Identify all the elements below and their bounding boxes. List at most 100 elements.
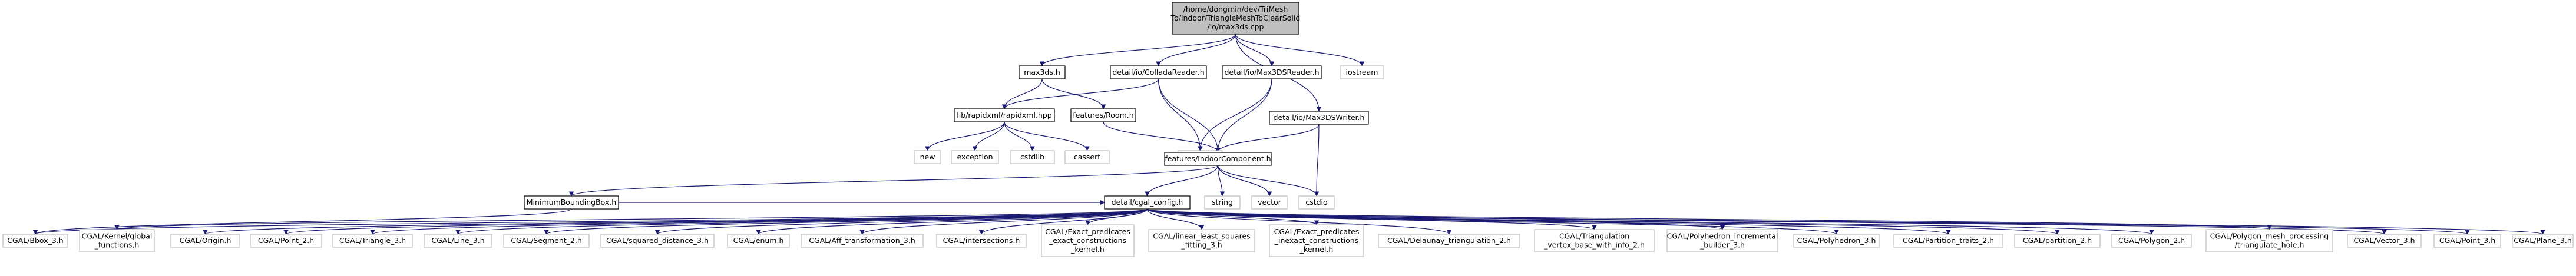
node-label-point3-line-0: CGAL/Point_3.h	[2439, 236, 2495, 245]
node-epec: CGAL/Exact_predicates_exact_construction…	[1041, 224, 1135, 257]
node-mbb_h[interactable]: MinimumBoundingBox.h	[524, 195, 619, 210]
edge-cgalconfig_h-to-kernel_global	[115, 208, 1148, 230]
node-cgalconfig_h[interactable]: detail/cgal_config.h	[1104, 195, 1191, 210]
node-label-intersections-line-0: CGAL/intersections.h	[943, 236, 1020, 245]
node-box-bbox3	[2, 234, 68, 248]
node-label-delaunay2-line-0: CGAL/Delaunay_triangulation_2.h	[1387, 236, 1511, 245]
node-label-root-line-0: /home/dongmin/dev/TriMesh	[1183, 5, 1288, 14]
node-box-afftrans3	[801, 234, 924, 248]
node-intersections: CGAL/intersections.h	[936, 234, 1027, 248]
node-box-epec	[1041, 224, 1135, 257]
node-label-iostream-line-0: iostream	[1346, 68, 1378, 77]
node-sqdist3: CGAL/squared_distance_3.h	[600, 234, 715, 248]
node-cstdio: cstdio	[1298, 195, 1335, 210]
node-box-exception	[951, 150, 999, 164]
node-box-line3	[424, 234, 492, 248]
node-box-sqdist3	[600, 234, 715, 248]
node-label-kernel_global-line-0: CGAL/Kernel/global	[82, 232, 153, 241]
edge-max3dswriter_h-to-indoorcomp_h	[1215, 124, 1320, 153]
node-label-linlsq-line-0: CGAL/linear_least_squares	[1153, 232, 1250, 241]
node-box-max3dswriter_h	[1269, 111, 1369, 125]
node-root[interactable]: /home/dongmin/dev/TriMeshTo/indoor/Trian…	[1170, 2, 1301, 35]
node-room_h[interactable]: features/Room.h	[1070, 108, 1136, 122]
node-box-polygon2	[2111, 234, 2192, 248]
node-box-vector3	[2347, 234, 2422, 248]
node-box-triangle3	[332, 234, 413, 248]
node-label-epec-line-0: CGAL/Exact_predicates	[1045, 227, 1130, 236]
node-label-pmp_tri-line-0: CGAL/Polygon_mesh_processing	[2210, 232, 2329, 241]
node-label-poly3-line-0: CGAL/Polyhedron_3.h	[1797, 236, 1876, 245]
node-label-room_h-line-0: features/Room.h	[1073, 111, 1133, 119]
edge-root-to-collada_h	[1156, 34, 1236, 66]
node-label-root-line-2: /io/max3ds.cpp	[1208, 22, 1264, 31]
edge-root-to-max3ds_h	[1039, 34, 1236, 66]
node-box-kernel_global	[79, 229, 155, 252]
node-box-max3dsreader_h	[1222, 65, 1322, 79]
node-label-triang_vb-line-0: CGAL/Triangulation	[1559, 232, 1629, 241]
node-label-afftrans3-line-0: CGAL/Aff_transformation_3.h	[809, 236, 915, 245]
node-line3: CGAL/Line_3.h	[424, 234, 492, 248]
node-box-cassert	[1064, 150, 1110, 164]
node-iostream: iostream	[1340, 65, 1384, 79]
node-rapidxml_hpp[interactable]: lib/rapidxml/rapidxml.hpp	[954, 108, 1055, 122]
edge-indoorcomp_h-to-cstdio	[1217, 165, 1320, 197]
node-label-segment2-line-0: CGAL/Segment_2.h	[511, 236, 582, 245]
node-label-cgalconfig_h-line-0: detail/cgal_config.h	[1112, 198, 1183, 207]
node-pmp_tri: CGAL/Polygon_mesh_processing/triangulate…	[2205, 229, 2333, 252]
node-box-parttraits	[1893, 234, 2003, 248]
node-epick: CGAL/Exact_predicates_inexact_constructi…	[1269, 224, 1364, 257]
edge-max3ds_h-to-room_h	[1041, 78, 1106, 109]
node-box-enum	[727, 234, 790, 248]
node-max3dswriter_h[interactable]: detail/io/Max3DSWriter.h	[1269, 111, 1369, 125]
node-box-collada_h	[1110, 65, 1207, 79]
node-label-max3dswriter_h-line-0: detail/io/Max3DSWriter.h	[1274, 113, 1365, 122]
node-indoorcomp_h[interactable]: features/IndoorComponent.h	[1164, 152, 1272, 166]
node-label-vector3-line-0: CGAL/Vector_3.h	[2353, 236, 2415, 245]
node-max3ds_h[interactable]: max3ds.h	[1019, 65, 1066, 79]
node-linlsq: CGAL/linear_least_squares_fitting_3.h	[1148, 229, 1255, 252]
node-box-intersections	[936, 234, 1027, 248]
node-label-epec-line-2: _kernel.h	[1070, 245, 1105, 254]
edge-cgalconfig_h-to-bbox3	[33, 208, 1148, 235]
node-box-delaunay2	[1378, 234, 1520, 248]
node-label-epick-line-0: CGAL/Exact_predicates	[1274, 227, 1360, 236]
node-poly3: CGAL/Polyhedron_3.h	[1793, 234, 1880, 248]
node-box-indoorcomp_h	[1164, 152, 1272, 166]
node-box-room_h	[1070, 108, 1136, 122]
node-label-new-line-0: new	[920, 152, 935, 161]
node-box-mbb_h	[524, 195, 619, 210]
edge-rapidxml_hpp-to-cassert	[1004, 121, 1090, 151]
node-label-indoorcomp_h-line-0: features/IndoorComponent.h	[1165, 154, 1271, 163]
node-label-polygon2-line-0: CGAL/Polygon_2.h	[2118, 236, 2185, 245]
node-box-cstdlib	[1010, 150, 1055, 164]
edge-cgalconfig_h-to-segment2	[544, 208, 1148, 235]
node-box-new	[914, 150, 941, 164]
node-bbox3: CGAL/Bbox_3.h	[2, 234, 68, 248]
node-polyinc: CGAL/Polyhedron_incremental_builder_3.h	[1666, 229, 1778, 252]
node-label-collada_h-line-0: detail/io/ColladaReader.h	[1112, 68, 1204, 77]
edge-root-to-iostream	[1235, 34, 1365, 66]
node-max3dsreader_h[interactable]: detail/io/Max3DSReader.h	[1222, 65, 1322, 79]
node-collada_h[interactable]: detail/io/ColladaReader.h	[1110, 65, 1207, 79]
node-label-cstdio-line-0: cstdio	[1305, 198, 1327, 207]
edge-rapidxml_hpp-to-new	[925, 121, 1005, 151]
node-box-triang_vb	[1534, 229, 1655, 252]
node-label-epick-line-2: _kernel.h	[1299, 245, 1334, 254]
node-triangle3: CGAL/Triangle_3.h	[332, 234, 413, 248]
node-box-epick	[1269, 224, 1364, 257]
edge-max3dsreader_h-to-fstream	[1198, 78, 1272, 151]
edge-rapidxml_hpp-to-exception	[972, 121, 1005, 151]
edge-max3dsreader_h-to-indoorcomp_h	[1215, 78, 1272, 153]
node-label-enum-line-0: CGAL/enum.h	[733, 236, 784, 245]
node-label-max3dsreader_h-line-0: detail/io/Max3DSReader.h	[1224, 68, 1319, 77]
node-label-line3-line-0: CGAL/Line_3.h	[431, 236, 484, 245]
node-exception: exception	[951, 150, 999, 164]
edge-collada_h-to-rapidxml_hpp	[1001, 78, 1159, 109]
edge-indoorcomp_h-to-cgalconfig_h	[1145, 165, 1219, 197]
nodes-layer: /home/dongmin/dev/TriMeshTo/indoor/Trian…	[2, 2, 2574, 257]
node-box-rapidxml_hpp	[954, 108, 1055, 122]
node-label-point2-line-0: CGAL/Point_2.h	[258, 236, 314, 245]
node-label-cassert-line-0: cassert	[1074, 152, 1100, 161]
node-box-root	[1172, 2, 1299, 35]
